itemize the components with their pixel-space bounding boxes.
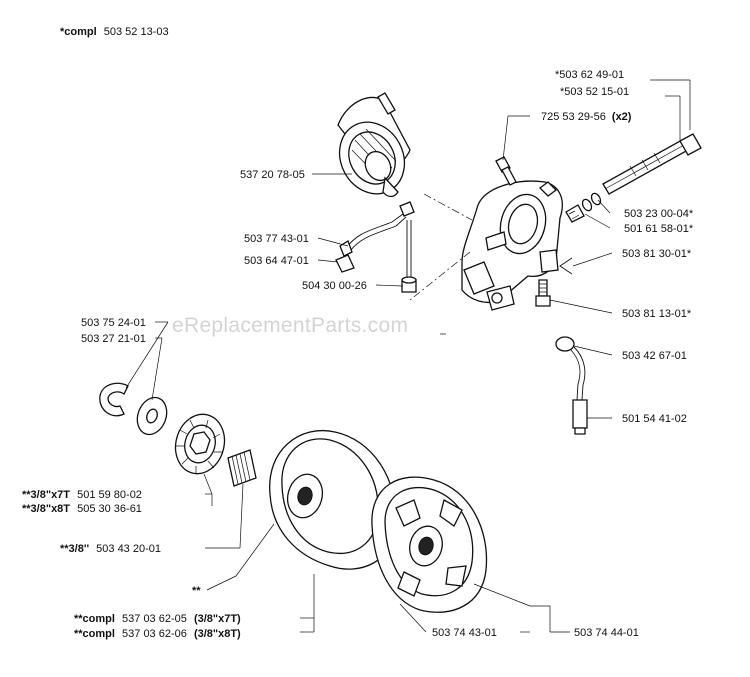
label-503-74-43-01: 503 74 43-01 [432,627,497,639]
label-503-74-44-01: 503 74 44-01 [574,627,639,639]
circlip-part [99,382,129,417]
label-503-23-00-04: 503 23 00-04* [624,208,694,220]
label-503-81-30-01: 503 81 30-01* [622,248,692,260]
label-503-77-43-01: 503 77 43-01 [244,233,309,245]
label-drum-marker: ** [192,585,201,597]
screw-part [495,156,517,186]
seal-part [335,254,355,273]
watermark-text: eReplacementParts.com [172,314,408,337]
oil-pump-housing [461,180,563,311]
label-537-20-78-05: 537 20 78-05 [240,169,305,181]
label-501-59-80-02: **3/8"x7T 501 59 80-02 [22,489,142,501]
label-503-43-20-01: **3/8'' 503 43 20-01 [60,543,161,555]
assembly-header: *compl 503 52 13-03 [60,26,169,38]
label-503-75-24-01: 503 75 24-01 [81,317,146,329]
part-labels: *503 62 49-01 *503 52 15-01 725 53 29-56… [22,69,694,640]
label-537-03-62-06: **compl 537 03 62-06 (3/8"x8T) [74,628,241,640]
arrow-indicator [559,257,573,275]
clutch-part [371,476,488,613]
washer-part [136,396,168,436]
leader-lines [125,79,691,633]
clutch-drum-part [269,430,397,570]
washer-set [565,192,602,223]
label-504-30-00-26: 504 30 00-26 [302,280,367,292]
needle-bearing-part [227,449,257,487]
label-503-27-21-01: 503 27 21-01 [81,333,146,345]
label-505-30-36-61: **3/8"x8T 505 30 36-61 [22,503,142,515]
label-503-81-13-01: 503 81 13-01* [622,308,692,320]
hose-part [401,220,417,293]
adjust-screw-part [535,279,551,307]
pump-piston-part [602,133,702,195]
label-503-42-67-01: 503 42 67-01 [622,350,687,362]
rim-sprocket-part [174,413,226,475]
label-501-61-58-01: 501 61 58-01* [624,223,694,235]
suction-pipe-part [339,201,415,257]
label-537-03-62-05: **compl 537 03 62-05 (3/8"x7T) [74,613,241,625]
label-503-62-49-01: *503 62 49-01 [555,69,624,81]
label-501-54-41-02: 501 54 41-02 [622,413,687,425]
label-503-64-47-01: 503 64 47-01 [244,255,309,267]
worm-gear-part [337,92,411,198]
oil-hose-part [555,336,588,435]
label-503-52-15-01: *503 52 15-01 [560,86,629,98]
label-725-53-29-56: 725 53 29-56 (x2) [541,111,632,123]
